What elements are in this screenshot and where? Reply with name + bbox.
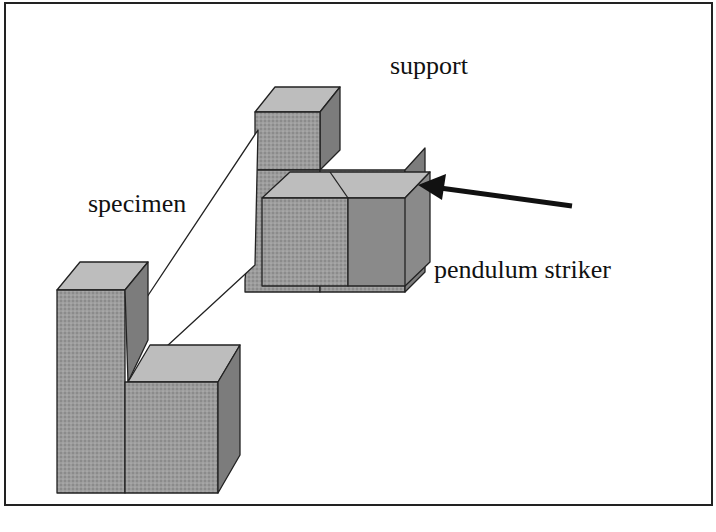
pendulum-striker bbox=[262, 172, 430, 286]
frame bbox=[5, 3, 712, 505]
left-support bbox=[57, 262, 240, 493]
specimen-bar bbox=[128, 130, 258, 382]
part-label: support bbox=[390, 52, 468, 81]
part-label: specimen bbox=[88, 190, 186, 219]
part-label: pendulum striker bbox=[434, 256, 611, 285]
impact-arrow bbox=[418, 174, 572, 206]
